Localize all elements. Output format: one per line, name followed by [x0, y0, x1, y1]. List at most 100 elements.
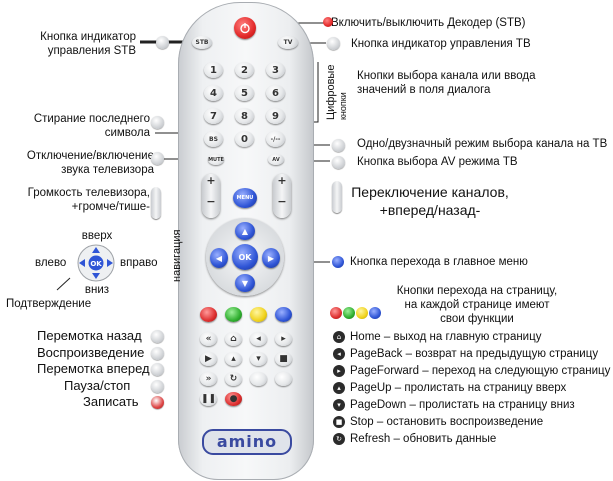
single-double-button[interactable]: -/-- — [266, 131, 285, 147]
av-button[interactable]: AV — [268, 154, 284, 165]
play-button[interactable]: ▶ — [200, 352, 217, 366]
label-volume: Громкость телевизора,+громче/тише- — [27, 187, 150, 213]
forward-icon: » — [205, 374, 212, 384]
label-tv-indicator: Кнопка индикатор управления ТВ — [351, 38, 531, 50]
page-forward-icon: ▸ — [281, 334, 286, 344]
backspace-button[interactable]: BS — [204, 131, 223, 147]
label-main-menu: Кнопка перехода в главное меню — [350, 256, 528, 268]
page-up-icon: ▴ — [333, 382, 345, 394]
list-item: ▾ PageDown – пролистать на страницу вниз — [333, 398, 611, 415]
red-button[interactable] — [200, 307, 217, 322]
label-av-mode: Кнопка выбора AV режима ТВ — [357, 156, 518, 168]
remote-control: STB TV 1 2 3 4 5 6 7 8 9 BS 0 -/-- MUTE … — [178, 2, 314, 480]
pause-icon: ❚❚ — [200, 394, 217, 404]
green-button[interactable] — [225, 307, 242, 322]
digit-3-button[interactable]: 3 — [266, 62, 285, 78]
ok-button[interactable]: OK — [232, 244, 258, 270]
label-nav-up: вверх — [81, 230, 113, 242]
volume-plus[interactable]: + — [206, 174, 216, 187]
digit-5-button[interactable]: 5 — [235, 85, 254, 101]
nav-right-button[interactable]: ▶ — [262, 248, 280, 268]
power-icon — [240, 23, 250, 34]
label-navigation-vertical: навигация — [171, 229, 183, 282]
channel-rocker[interactable]: + − — [273, 174, 291, 218]
home-icon: ⌂ — [333, 331, 345, 343]
digit-0-button[interactable]: 0 — [235, 131, 254, 147]
label-digital-vertical: Цифровые кнопки — [325, 64, 348, 120]
label-page-buttons: Кнопки перехода на страницу,на каждой ст… — [396, 285, 558, 325]
extra-button-2[interactable] — [275, 372, 292, 386]
nav-pad: ▲ ▼ ◀ ▶ OK — [206, 218, 284, 296]
page-forward-button[interactable]: ▸ — [275, 332, 292, 346]
stb-button[interactable]: STB — [192, 36, 212, 49]
volume-rocker-icon — [151, 187, 161, 219]
stop-button[interactable]: ■ — [275, 352, 292, 366]
tv-button[interactable]: TV — [278, 36, 298, 49]
forward-button[interactable]: » — [200, 372, 217, 386]
volume-rocker[interactable]: + − — [202, 174, 220, 218]
list-item: ↻ Refresh – обновить данные — [333, 432, 611, 449]
page-back-icon: ◂ — [256, 334, 261, 344]
list-item: ▴ PageUp – пролистать на страницу вверх — [333, 381, 611, 398]
page-back-icon: ◂ — [333, 348, 345, 360]
power-dot-icon — [323, 17, 333, 27]
blue-dot-icon — [369, 307, 381, 319]
red-dot-icon — [330, 307, 342, 319]
nav-down-button[interactable]: ▼ — [235, 274, 255, 292]
av-key-icon — [332, 156, 345, 169]
stop-icon: ■ — [279, 354, 288, 364]
volume-minus[interactable]: − — [206, 195, 216, 208]
digit-8-button[interactable]: 8 — [235, 108, 254, 124]
digit-6-button[interactable]: 6 — [266, 85, 285, 101]
menu-button[interactable]: MENU — [233, 188, 257, 208]
pause-key-icon — [151, 380, 164, 393]
nav-up-button[interactable]: ▲ — [235, 222, 255, 240]
page-down-button[interactable]: ▾ — [250, 352, 267, 366]
digit-2-button[interactable]: 2 — [235, 62, 254, 78]
page-up-icon: ▴ — [231, 354, 236, 364]
nav-left-button[interactable]: ◀ — [210, 248, 228, 268]
record-button[interactable]: ● — [225, 392, 242, 406]
channel-plus[interactable]: + — [277, 174, 287, 187]
pause-button[interactable]: ❚❚ — [200, 392, 217, 406]
label-single-double: Одно/двузначный режим выбора канала на Т… — [357, 138, 608, 150]
digit-1-button[interactable]: 1 — [204, 62, 223, 78]
function-list: ⌂ Home – выход на главную страницу ◂ Pag… — [333, 330, 611, 449]
mute-key-icon — [151, 152, 164, 165]
stop-icon: ■ — [333, 416, 345, 428]
label-nav-right: вправо — [120, 257, 158, 269]
page-back-button[interactable]: ◂ — [250, 332, 267, 346]
mute-button[interactable]: MUTE — [208, 154, 224, 165]
label-forward: Перемотка вперед — [37, 361, 150, 376]
digit-7-button[interactable]: 7 — [204, 108, 223, 124]
label-record: Записать — [83, 394, 139, 409]
home-button[interactable]: ⌂ — [225, 332, 242, 346]
leader-digits-bracket — [312, 62, 319, 123]
label-nav-left: влево — [35, 257, 67, 269]
label-pause: Пауза/стоп — [64, 378, 131, 393]
blue-button[interactable] — [275, 307, 292, 322]
stb-key-icon — [156, 36, 169, 49]
page-up-button[interactable]: ▴ — [225, 352, 242, 366]
list-item: ◂ PageBack – возврат на предыдущую стран… — [333, 347, 611, 364]
yellow-button[interactable] — [250, 307, 267, 322]
label-nav-down: вниз — [84, 284, 110, 296]
channel-minus[interactable]: − — [277, 195, 287, 208]
extra-button-1[interactable] — [250, 372, 267, 386]
refresh-button[interactable]: ↻ — [225, 372, 242, 386]
label-power: Включить/выключить Декодер (STB) — [331, 17, 526, 29]
list-item: ⌂ Home – выход на главную страницу — [333, 330, 611, 347]
power-button[interactable] — [234, 17, 256, 39]
leader-confirm — [56, 277, 71, 291]
digit-4-button[interactable]: 4 — [204, 85, 223, 101]
label-play: Воспроизведение — [37, 345, 145, 360]
channel-rocker-icon — [332, 181, 342, 213]
page-forward-icon: ▸ — [333, 365, 345, 377]
backspace-key-icon — [151, 116, 164, 129]
digit-9-button[interactable]: 9 — [266, 108, 285, 124]
rewind-button[interactable]: « — [200, 332, 217, 346]
